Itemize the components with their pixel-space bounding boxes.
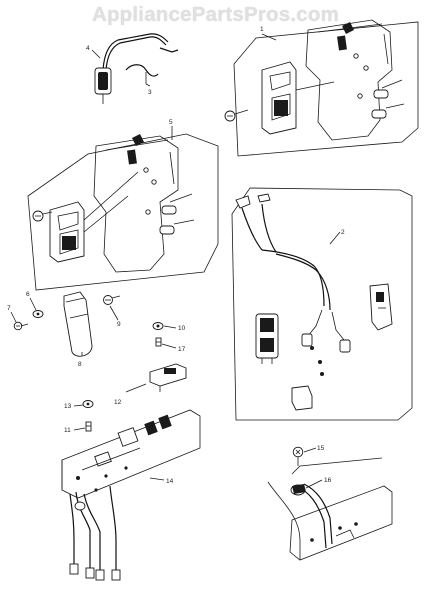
part-12-switch-lever[interactable] bbox=[149, 363, 187, 392]
part-6-washer[interactable] bbox=[32, 310, 44, 318]
part-1-latch-box[interactable] bbox=[224, 19, 419, 157]
part-13-washer[interactable] bbox=[82, 400, 94, 408]
part-5-latch-frame[interactable] bbox=[27, 133, 219, 291]
part-7-screw[interactable] bbox=[13, 321, 29, 331]
part-9-screw[interactable] bbox=[103, 295, 121, 305]
callout-1: 1 bbox=[260, 26, 264, 33]
callout-7: 7 bbox=[7, 305, 11, 312]
part-3-wire[interactable] bbox=[125, 64, 159, 84]
callout-13: 13 bbox=[64, 403, 72, 410]
part-17-screw[interactable] bbox=[155, 337, 162, 347]
part-11-screw[interactable] bbox=[85, 421, 92, 432]
callout-10: 10 bbox=[178, 325, 186, 332]
callout-6: 6 bbox=[26, 291, 30, 298]
part-4-fuse-assembly[interactable] bbox=[94, 33, 179, 104]
callout-11: 11 bbox=[64, 427, 71, 434]
callout-17: 17 bbox=[178, 346, 186, 353]
callout-9: 9 bbox=[117, 321, 121, 328]
part-15-screw[interactable] bbox=[292, 446, 304, 466]
part-14-control-board[interactable] bbox=[61, 409, 201, 581]
callout-16: 16 bbox=[324, 477, 332, 484]
callout-12: 12 bbox=[114, 399, 122, 406]
callout-3: 3 bbox=[148, 89, 152, 96]
callout-4: 4 bbox=[86, 45, 90, 52]
part-2-wire-harness[interactable] bbox=[231, 187, 413, 421]
callout-15: 15 bbox=[317, 445, 325, 452]
part-8-bulb[interactable] bbox=[63, 291, 93, 357]
callout-5: 5 bbox=[169, 119, 173, 126]
part-10-washer[interactable] bbox=[152, 322, 164, 330]
callout-8: 8 bbox=[78, 361, 82, 368]
callout-14: 14 bbox=[166, 478, 174, 485]
bottom-right-board[interactable] bbox=[267, 457, 393, 561]
watermark: AppliancePartsPros.com bbox=[91, 3, 340, 26]
part-16-clip[interactable] bbox=[290, 484, 306, 496]
callout-2: 2 bbox=[341, 229, 345, 236]
